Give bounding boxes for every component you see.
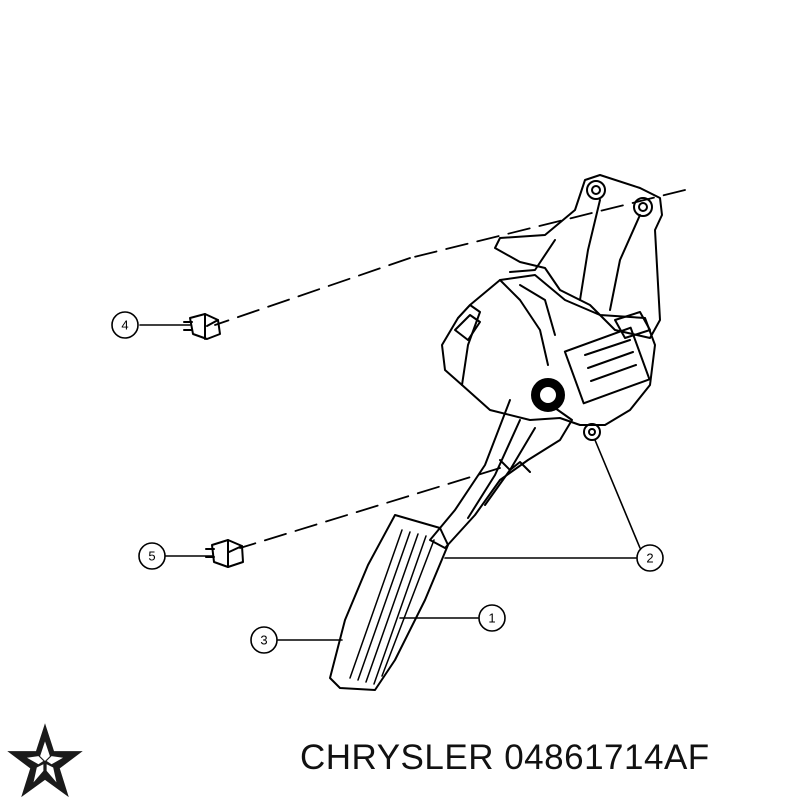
svg-text:1: 1	[488, 611, 495, 626]
pedal-arm	[429, 399, 573, 549]
brand-name: CHRYSLER	[300, 738, 494, 777]
pivot-bushing	[531, 378, 565, 412]
lower-mounting-stud	[583, 423, 601, 441]
mounting-bracket	[494, 174, 663, 339]
nut-4	[183, 313, 221, 340]
svg-text:2: 2	[646, 551, 653, 566]
dashed-guide-lines	[214, 189, 686, 549]
callout-5: 5	[138, 542, 166, 570]
svg-text:5: 5	[148, 549, 155, 564]
part-caption: CHRYSLER 04861714AF	[300, 738, 710, 778]
pedal-pad	[329, 514, 449, 691]
callout-3: 3	[250, 626, 278, 654]
nut-5	[205, 539, 244, 568]
svg-text:3: 3	[260, 633, 267, 648]
callout-1: 1	[478, 604, 506, 632]
part-number: 04861714AF	[504, 738, 710, 777]
callout-4: 4	[111, 311, 139, 339]
chrysler-pentastar-icon	[7, 723, 83, 798]
svg-text:4: 4	[121, 318, 128, 333]
leader-lines	[139, 324, 641, 641]
pedal-housing	[441, 274, 656, 426]
callout-2: 2	[636, 544, 664, 572]
